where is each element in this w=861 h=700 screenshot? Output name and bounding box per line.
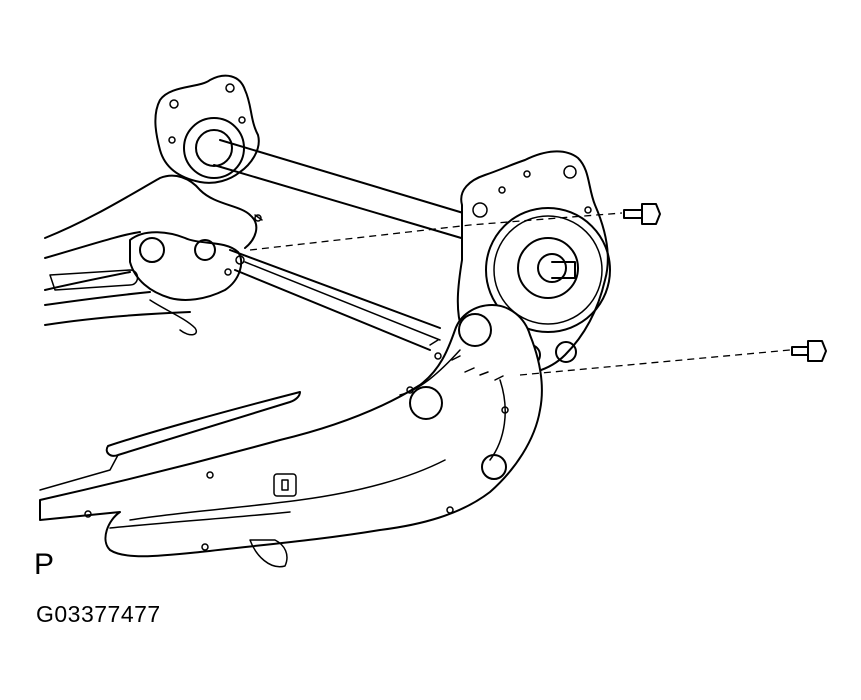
left-hub-carrier bbox=[154, 74, 260, 184]
rear-axle-beam bbox=[229, 249, 441, 351]
axle-shaft bbox=[213, 139, 471, 241]
view-marker: P bbox=[34, 548, 55, 581]
figure-code: G03377477 bbox=[36, 601, 161, 627]
alignment-lines bbox=[249, 212, 791, 376]
trailing-arm bbox=[39, 304, 543, 568]
bolt-lower bbox=[791, 340, 827, 362]
left-trailing-arm bbox=[44, 174, 263, 336]
bolt-upper bbox=[623, 203, 661, 225]
